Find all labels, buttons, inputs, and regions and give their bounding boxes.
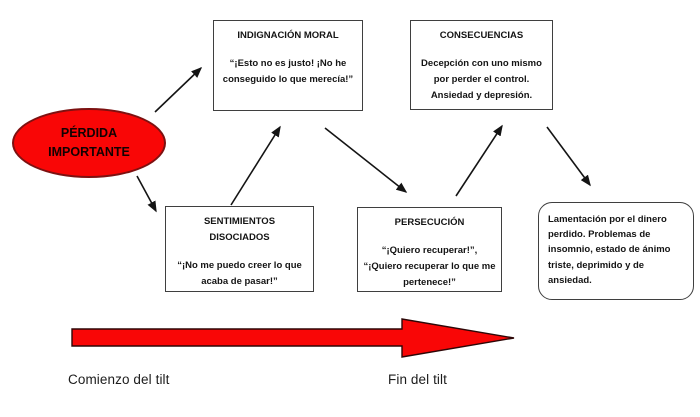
arrow-perdida-to-sentimientos	[136, 175, 157, 213]
indignacion-quote: “¡Esto no es justo! ¡No he conseguido lo…	[222, 58, 354, 86]
arrow-sentimientos-to-indignacion	[230, 125, 281, 206]
sentimientos-quote: “¡No me puedo creer lo que acaba de pasa…	[177, 260, 302, 288]
persecucion-title: PERSECUCIÓN	[394, 217, 465, 228]
node-persecucion: PERSECUCIÓN “¡Quiero recuperar!”, “¡Quie…	[357, 207, 502, 292]
timeline-start-label: Comienzo del tilt	[68, 372, 170, 387]
persecucion-quote: “¡Quiero recuperar!”, “¡Quiero recuperar…	[363, 245, 496, 289]
sentimientos-title: SENTIMIENTOS DISOCIADOS	[203, 216, 276, 244]
arrow-indignacion-to-persecucion	[324, 127, 408, 193]
arrow-persecucion-to-consecuencias	[455, 124, 503, 197]
node-sentimientos-disociados: SENTIMIENTOS DISOCIADOS “¡No me puedo cr…	[165, 206, 314, 292]
lamentacion-text: Lamentación por el dinero perdido. Probl…	[548, 214, 671, 286]
arrow-consecuencias-to-lamentacion	[546, 126, 591, 187]
consecuencias-text: Decepción con uno mismo por perder el co…	[421, 58, 542, 102]
timeline-arrow	[71, 318, 515, 358]
arrow-perdida-to-indignacion	[154, 66, 203, 113]
node-lamentacion: Lamentación por el dinero perdido. Probl…	[538, 202, 694, 300]
node-indignacion-moral: INDIGNACIÓN MORAL “¡Esto no es justo! ¡N…	[213, 20, 363, 111]
timeline-end-label: Fin del tilt	[388, 372, 447, 387]
consecuencias-title: CONSECUENCIAS	[439, 30, 524, 41]
node-perdida-importante: PÉRDIDA IMPORTANTE	[12, 108, 166, 178]
node-consecuencias: CONSECUENCIAS Decepción con uno mismo po…	[410, 20, 553, 110]
indignacion-title: INDIGNACIÓN MORAL	[237, 30, 339, 41]
perdida-label-line2: IMPORTANTE	[48, 145, 130, 159]
perdida-label-line1: PÉRDIDA	[60, 125, 118, 140]
